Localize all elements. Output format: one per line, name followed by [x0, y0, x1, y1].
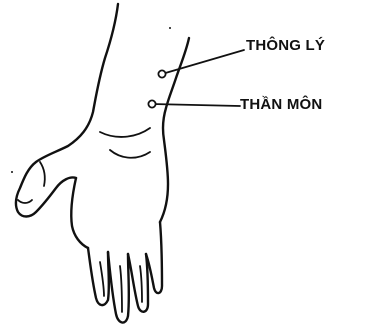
palm-crease	[110, 150, 150, 158]
acupoint-thong-ly-marker	[158, 70, 165, 77]
finger-ring	[128, 254, 148, 312]
acupoint-label-thong-ly: THÔNG LÝ	[246, 37, 325, 54]
forearm-outline-right	[160, 38, 189, 222]
finger-line-1	[100, 262, 104, 296]
speck	[169, 27, 171, 29]
finger-middle	[108, 252, 129, 323]
speck	[11, 171, 13, 173]
finger-line-2	[120, 266, 122, 312]
leader-line-thong-ly	[162, 50, 244, 74]
wrist-crease	[100, 128, 150, 137]
thumb-crease	[40, 162, 45, 186]
acupoint-than-mon-marker	[148, 100, 155, 107]
finger-line-3	[140, 266, 142, 302]
leader-line-than-mon	[152, 104, 240, 106]
thumb-nail	[18, 200, 32, 203]
palm-outline-left	[71, 178, 88, 248]
finger-index	[88, 248, 109, 305]
acupoint-label-than-mon: THẦN MÔN	[240, 96, 322, 113]
forearm-outline-left	[16, 4, 118, 217]
